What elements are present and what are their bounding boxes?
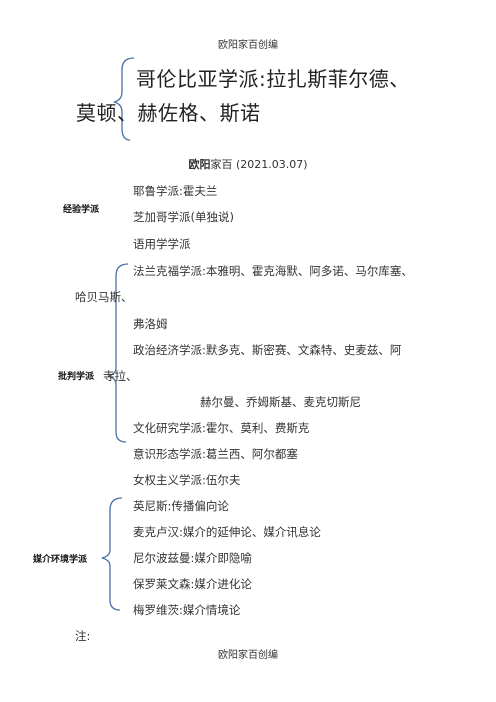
empirical-item-3: 语用学学派 bbox=[133, 237, 191, 251]
title-line-1: 哥伦比亚学派:拉扎斯菲尔德、 bbox=[136, 67, 410, 91]
media-item-5: 梅罗维茨:媒介情境论 bbox=[133, 603, 241, 617]
school-label-media: 媒介环境学派 bbox=[33, 555, 88, 565]
critical-frankfurt-line-2: 哈贝马斯、 bbox=[75, 290, 133, 304]
byline: 欧阳家百 (2021.03.07) bbox=[0, 156, 496, 172]
critical-frankfurt-line-3: 弗洛姆 bbox=[133, 317, 168, 331]
page-header: 欧阳家百创编 bbox=[218, 40, 278, 51]
school-label-critical: 批判学派 bbox=[58, 372, 95, 382]
media-brace bbox=[101, 497, 123, 611]
critical-political-line-1: 政治经济学派:默多克、斯密赛、文森特、史麦兹、阿 bbox=[133, 343, 402, 357]
page-footer: 欧阳家百创编 bbox=[218, 650, 278, 661]
critical-frankfurt-line-1: 法兰克福学派:本雅明、霍克海默、阿多诺、马尔库塞、 bbox=[133, 264, 413, 278]
school-label-empirical: 经验学派 bbox=[63, 205, 100, 215]
media-item-2: 麦克卢汉:媒介的延伸论、媒介讯息论 bbox=[133, 525, 321, 539]
byline-bold: 欧阳 bbox=[188, 158, 211, 171]
media-item-3: 尼尔波兹曼:媒介即隐喻 bbox=[133, 551, 252, 565]
empirical-item-2: 芝加哥学派(单独说) bbox=[133, 210, 234, 224]
note-label: 注: bbox=[75, 629, 91, 643]
critical-political-line-3: 赫尔曼、乔姆斯基、麦克切斯尼 bbox=[200, 395, 361, 409]
media-item-1: 英尼斯:传播偏向论 bbox=[133, 499, 229, 513]
critical-feminism: 女权主义学派:伍尔夫 bbox=[133, 473, 241, 487]
critical-ideology: 意识形态学派:葛兰西、阿尔都塞 bbox=[133, 447, 298, 461]
title-line-2: 莫顿、赫佐格、斯诺 bbox=[76, 101, 261, 125]
media-item-4: 保罗莱文森:媒介进化论 bbox=[133, 577, 252, 591]
critical-cultural: 文化研究学派:霍尔、莫利、费斯克 bbox=[133, 421, 310, 435]
byline-rest: 家百 (2021.03.07) bbox=[210, 158, 308, 171]
empirical-item-1: 耶鲁学派:霍夫兰 bbox=[133, 184, 218, 198]
critical-political-line-2: 寺拉、 bbox=[103, 369, 138, 383]
